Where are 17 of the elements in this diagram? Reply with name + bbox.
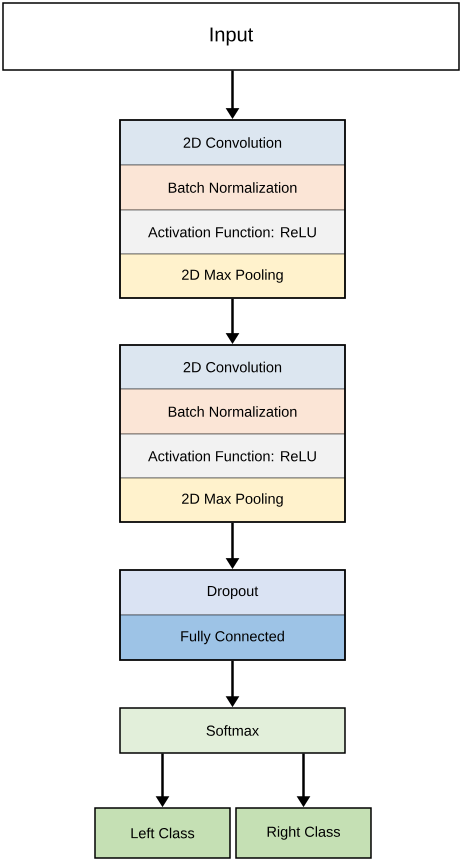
layer-row: 2D Convolution <box>120 120 346 166</box>
layer-block <box>119 344 346 523</box>
layer-row: Activation Function: ReLU <box>120 210 346 254</box>
layer-block <box>119 569 346 661</box>
input-box: Input <box>2 2 460 71</box>
layer-row: 2D Max Pooling <box>120 254 346 298</box>
softmax-box: Softmax <box>119 707 346 754</box>
layer-row: Fully Connected <box>120 614 346 660</box>
layer-row: Dropout <box>120 570 346 616</box>
layer-row: Batch Normalization <box>120 164 346 210</box>
layer-row: 2D Max Pooling <box>120 478 346 522</box>
class-box: Right Class <box>235 807 372 859</box>
layer-block <box>119 119 346 299</box>
layer-row: Batch Normalization <box>120 388 346 434</box>
layer-row: 2D Convolution <box>120 344 346 390</box>
layer-row: Activation Function: ReLU <box>120 434 346 478</box>
class-box: Left Class <box>94 807 231 859</box>
